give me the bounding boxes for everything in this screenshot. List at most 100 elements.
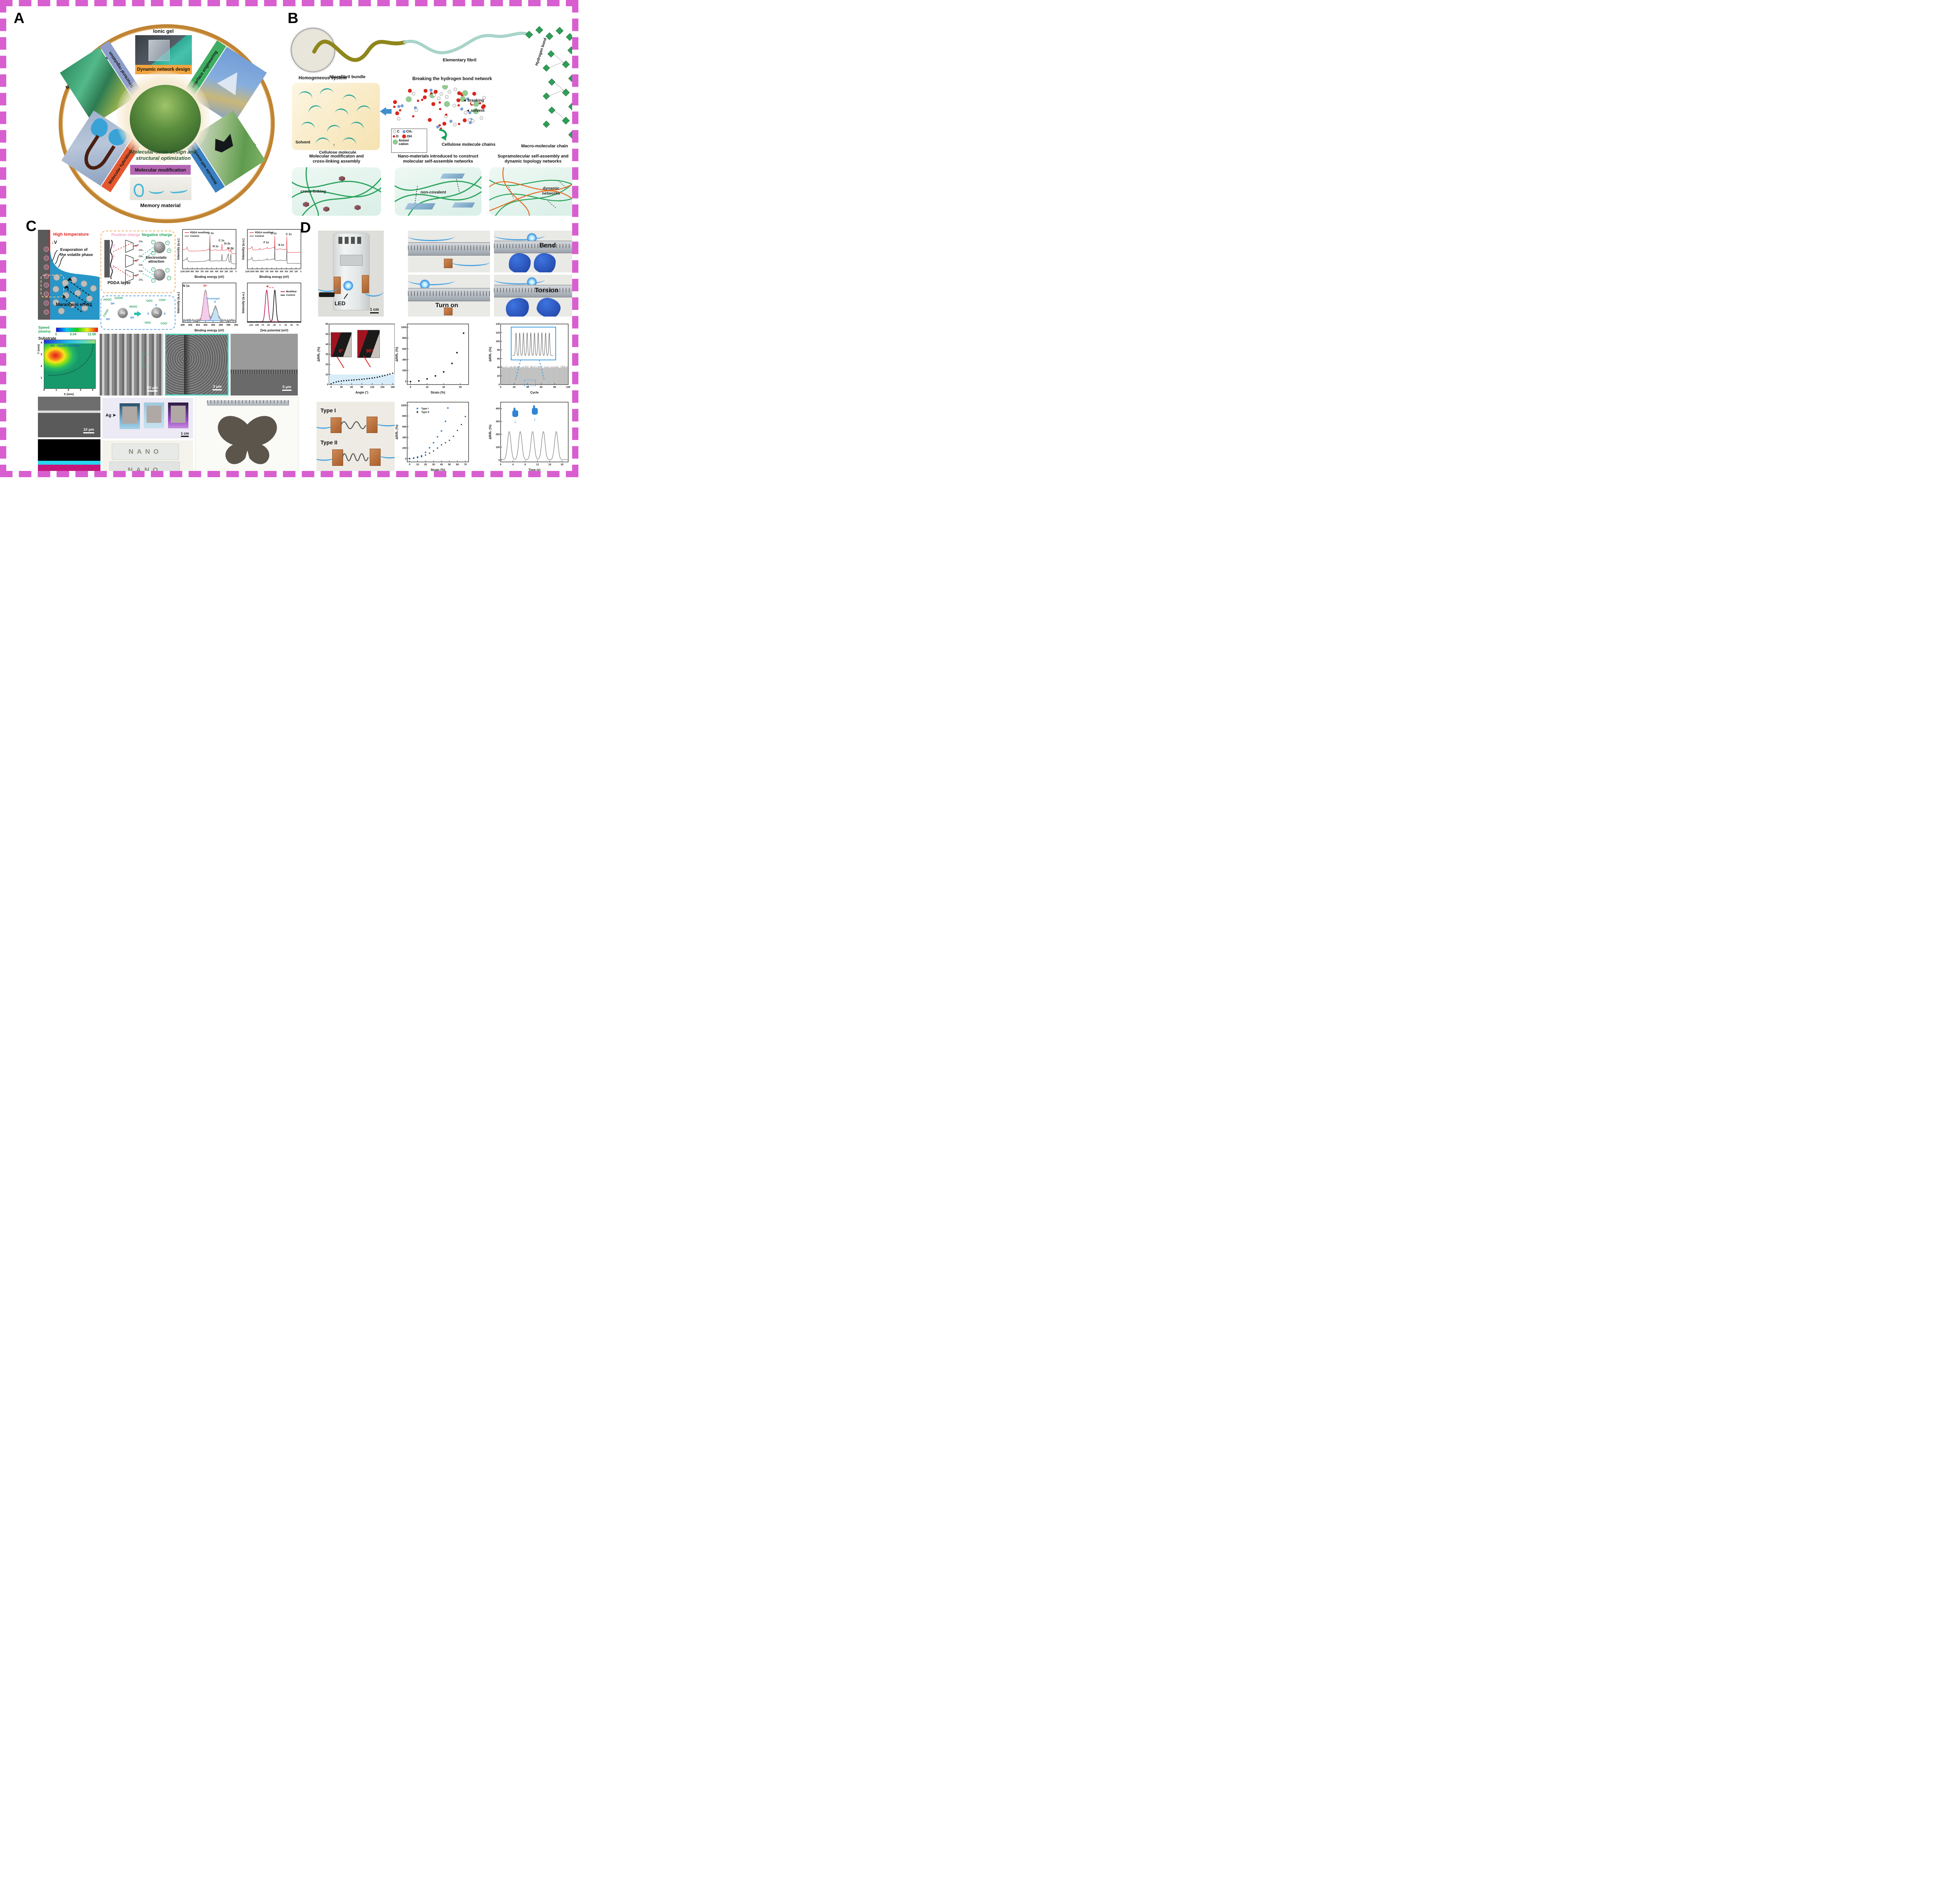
nanoparticle-sphere bbox=[154, 269, 165, 281]
cellulose-molecule-chains-label: Cellulose molecule chains bbox=[442, 142, 496, 147]
sh-label: SH bbox=[111, 302, 115, 305]
svg-text:10: 10 bbox=[426, 386, 429, 389]
svg-text:0: 0 bbox=[410, 386, 412, 389]
cellulose-molecule-label: Cellulose molecule bbox=[319, 150, 356, 155]
svg-text:400: 400 bbox=[215, 271, 218, 273]
svg-text:ΔR/R₀ (%): ΔR/R₀ (%) bbox=[395, 347, 399, 361]
solvent-label: Solvent bbox=[295, 140, 310, 145]
svg-text:600: 600 bbox=[402, 348, 406, 351]
svg-text:4: 4 bbox=[512, 463, 514, 466]
ooc-label: ⁻OOC bbox=[143, 322, 151, 324]
blue-glove bbox=[534, 253, 556, 272]
negative-charge-label: Negative charge bbox=[142, 233, 172, 237]
hexagon-chain-right bbox=[562, 46, 572, 139]
caption-crosslinking: Molecular modificaton and cross-linking … bbox=[292, 154, 381, 164]
interface-contour bbox=[48, 344, 93, 376]
ruler bbox=[494, 241, 572, 253]
printed-pattern bbox=[338, 237, 363, 244]
svg-text:300: 300 bbox=[285, 271, 288, 273]
svg-text:1000: 1000 bbox=[250, 271, 255, 273]
cooh-label: COOH bbox=[103, 309, 109, 318]
svg-text:50: 50 bbox=[326, 333, 329, 336]
svg-text:300: 300 bbox=[220, 271, 223, 273]
type2-wavy-trace bbox=[342, 453, 369, 462]
butterfly-cutout-photo bbox=[195, 397, 299, 471]
svg-text:10: 10 bbox=[326, 373, 329, 376]
svg-text:408: 408 bbox=[181, 324, 185, 327]
svg-text:CH₃: CH₃ bbox=[139, 279, 143, 281]
svg-text:-75: -75 bbox=[261, 324, 264, 327]
ruler-ticks bbox=[207, 400, 289, 403]
marangoni-schematic bbox=[38, 230, 100, 320]
ionic-gel-label: Ionic gel bbox=[153, 28, 174, 34]
dynamic-network-box: dynamic networks bbox=[489, 167, 572, 216]
legend-cation: cation bbox=[399, 141, 409, 146]
svg-text:N⁺: N⁺ bbox=[135, 275, 138, 277]
svg-text:50: 50 bbox=[448, 463, 451, 466]
caption-supramolecular: Supramolecular self-assembly and dynamic… bbox=[489, 154, 572, 164]
svg-text:O 1s: O 1s bbox=[271, 233, 277, 235]
blue-wire bbox=[379, 452, 397, 458]
sem-cross-section: 5 μm bbox=[231, 334, 298, 395]
svg-text:396: 396 bbox=[226, 324, 231, 327]
electrostatic-arrows bbox=[142, 247, 154, 279]
svg-text:16: 16 bbox=[548, 463, 551, 466]
cellulose-molecule-cluster bbox=[391, 84, 489, 130]
svg-text:100: 100 bbox=[229, 271, 233, 273]
coo-label: COO⁻ bbox=[159, 299, 167, 302]
svg-text:ΔR/R₀ (%): ΔR/R₀ (%) bbox=[395, 424, 399, 439]
pdda-layer-label: PDDA layer bbox=[107, 281, 131, 285]
svg-text:60: 60 bbox=[540, 386, 543, 389]
svg-text:Intensity (a.u.): Intensity (a.u.) bbox=[242, 238, 245, 260]
svg-text:600: 600 bbox=[205, 271, 209, 273]
sample-square-1 bbox=[120, 403, 140, 429]
homogeneous-system-box bbox=[292, 83, 380, 150]
svg-text:O 1s: O 1s bbox=[208, 232, 214, 235]
svg-text:12: 12 bbox=[536, 463, 539, 466]
colormap-ytick: 1 bbox=[41, 377, 42, 379]
led-glow bbox=[343, 281, 353, 291]
scalebar-1cm-2: 1 cm bbox=[178, 474, 191, 477]
bend-label: Bend bbox=[539, 242, 556, 249]
blue-wire bbox=[494, 275, 545, 285]
svg-text:400: 400 bbox=[496, 408, 500, 410]
svg-text:20: 20 bbox=[442, 386, 446, 389]
velocity-label: V bbox=[54, 240, 57, 245]
green-network-curves bbox=[292, 167, 381, 216]
s-label: S bbox=[155, 304, 157, 307]
svg-text:600: 600 bbox=[402, 426, 406, 428]
svg-text:Binding energy (eV): Binding energy (eV) bbox=[195, 275, 224, 279]
macro-molecular-chain-label: Macro-molecular chain bbox=[521, 144, 568, 149]
silver-film-samples-photo: Ag ➤ 1 cm bbox=[102, 398, 193, 438]
sem-film-edge bbox=[231, 369, 298, 374]
svg-text:8: 8 bbox=[524, 463, 526, 466]
plus-charge-icon: + bbox=[44, 301, 49, 306]
speed-line2: (mm/s) bbox=[38, 329, 51, 334]
svg-text:PDDA modified: PDDA modified bbox=[190, 231, 208, 234]
svg-text:120: 120 bbox=[496, 331, 500, 334]
blue-glove bbox=[503, 295, 531, 317]
press-arrow-icon: ↓ bbox=[514, 418, 517, 424]
panel-c-letter: C bbox=[26, 218, 37, 234]
legend-oh: OH bbox=[407, 134, 412, 138]
microfibril-bundle-label: Microfibril bundle bbox=[329, 75, 366, 79]
svg-text:-25: -25 bbox=[272, 324, 276, 327]
marangoni-effect-label: Marangoni effect bbox=[55, 302, 92, 307]
panel-b-letter: B bbox=[288, 10, 299, 27]
svg-text:20: 20 bbox=[424, 463, 427, 466]
svg-text:60: 60 bbox=[350, 386, 353, 389]
svg-text:50: 50 bbox=[290, 324, 293, 327]
ag-film-2 bbox=[147, 406, 161, 423]
hydrogen-bond-dashes bbox=[548, 54, 566, 121]
svg-text:90: 90 bbox=[360, 386, 363, 389]
ruler bbox=[408, 288, 490, 301]
s-label: S bbox=[164, 313, 166, 315]
carbon-dot-icon bbox=[393, 130, 396, 134]
blue-wire bbox=[376, 420, 397, 426]
colormap-xtick: 4 bbox=[92, 389, 93, 392]
type2-label: Type II bbox=[320, 439, 338, 446]
plus-charge-icon: + bbox=[44, 265, 49, 270]
svg-text:0: 0 bbox=[405, 380, 406, 383]
dynamic-networks-label: dynamic networks bbox=[542, 186, 560, 196]
